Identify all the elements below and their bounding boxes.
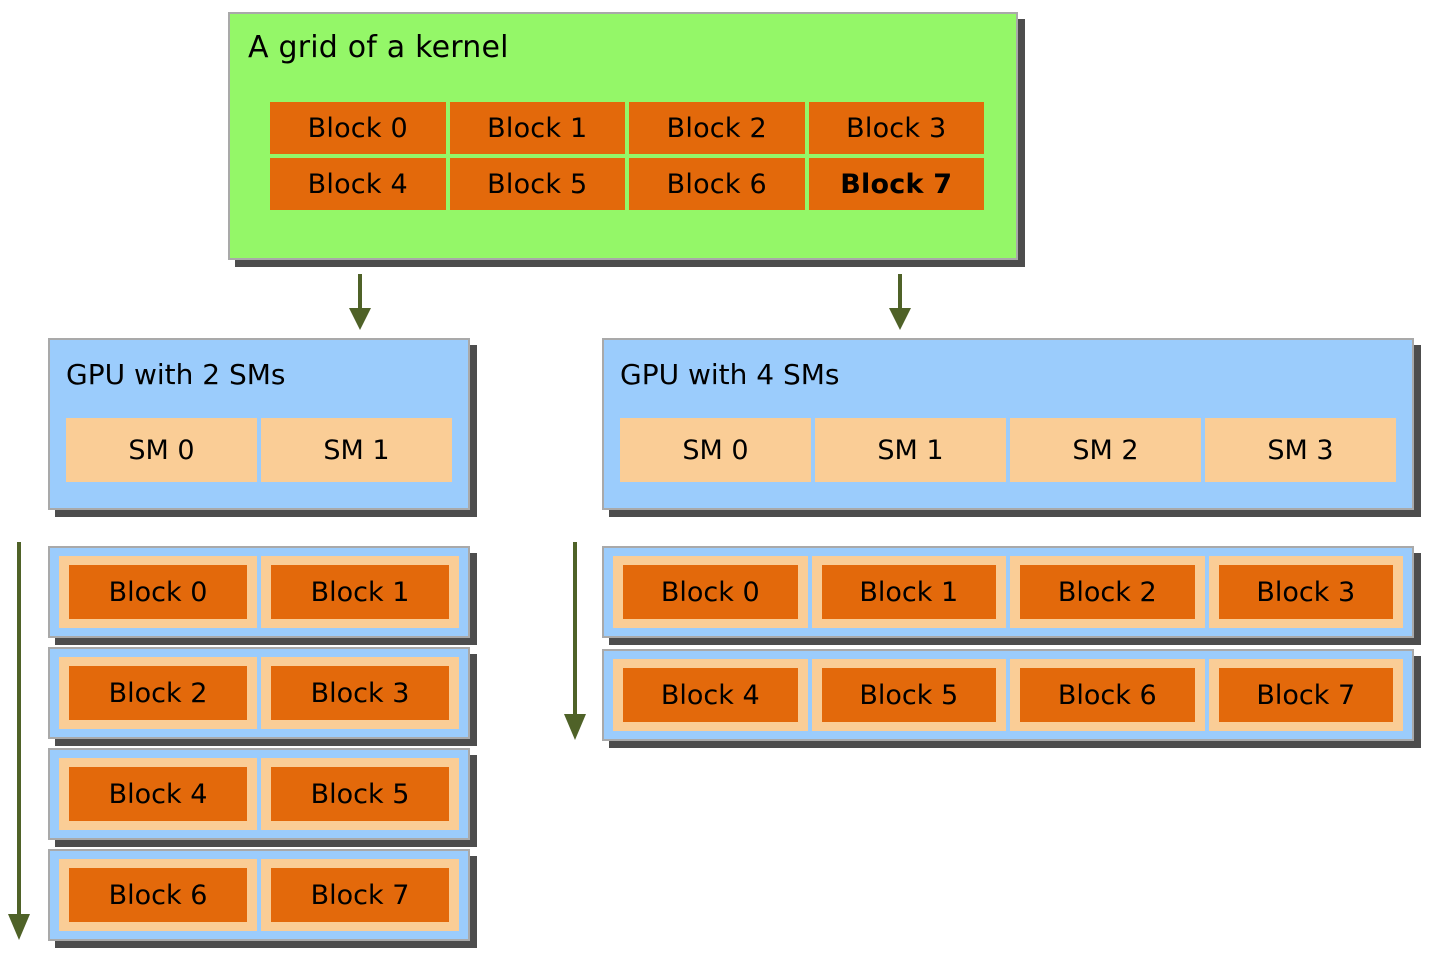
wave-slot[interactable]: Block 6 bbox=[57, 857, 259, 933]
gpu-panel-2sm: GPU with 2 SMs SM 0 SM 1 bbox=[48, 338, 470, 510]
wave-row: Block 4 Block 5 bbox=[48, 748, 470, 840]
gpu-title-4sm: GPU with 4 SMs bbox=[620, 358, 840, 391]
kernel-grid-row: Block 0 Block 1 Block 2 Block 3 bbox=[268, 100, 986, 156]
wave-slot[interactable]: Block 5 bbox=[809, 657, 1008, 733]
wave-slot[interactable]: Block 2 bbox=[57, 655, 259, 731]
wave-block: Block 3 bbox=[1218, 565, 1393, 619]
sm-cell[interactable]: SM 0 bbox=[64, 416, 259, 484]
wave-block: Block 0 bbox=[623, 565, 798, 619]
sm-row-2sm: SM 0 SM 1 bbox=[64, 416, 454, 484]
wave-row: Block 0 Block 1 bbox=[48, 546, 470, 638]
page-title: A grid of a kernel bbox=[248, 30, 509, 65]
wave-slot[interactable]: Block 2 bbox=[1008, 554, 1207, 630]
grid-block-cell[interactable]: Block 1 bbox=[447, 100, 627, 156]
wave-slot[interactable]: Block 7 bbox=[259, 857, 461, 933]
grid-block-cell[interactable]: Block 5 bbox=[447, 156, 627, 212]
sm-cell[interactable]: SM 3 bbox=[1203, 416, 1398, 484]
wave-block: Block 4 bbox=[69, 767, 247, 821]
gpu-panel-4sm: GPU with 4 SMs SM 0 SM 1 SM 2 SM 3 bbox=[602, 338, 1414, 510]
grid-block-cell[interactable]: Block 0 bbox=[268, 100, 448, 156]
wave-block: Block 4 bbox=[623, 668, 798, 722]
wave-block: Block 5 bbox=[821, 668, 996, 722]
grid-block-cell[interactable]: Block 2 bbox=[627, 100, 807, 156]
wave-slot[interactable]: Block 1 bbox=[259, 554, 461, 630]
wave-block: Block 0 bbox=[69, 565, 247, 619]
wave-slot[interactable]: Block 3 bbox=[1206, 554, 1405, 630]
wave-block: Block 3 bbox=[271, 666, 449, 720]
sm-cell[interactable]: SM 1 bbox=[813, 416, 1008, 484]
kernel-grid-panel: A grid of a kernel Block 0 Block 1 Block… bbox=[228, 12, 1018, 260]
wave-slot[interactable]: Block 4 bbox=[611, 657, 810, 733]
arrow-down-to-gpu-left bbox=[349, 274, 371, 330]
wave-block: Block 6 bbox=[1020, 668, 1195, 722]
wave-slot[interactable]: Block 0 bbox=[57, 554, 259, 630]
wave-slot[interactable]: Block 4 bbox=[57, 756, 259, 832]
wave-row: Block 0 Block 1 Block 2 Block 3 bbox=[602, 546, 1414, 638]
wave-slot[interactable]: Block 3 bbox=[259, 655, 461, 731]
grid-block-cell[interactable]: Block 6 bbox=[627, 156, 807, 212]
wave-block: Block 2 bbox=[1020, 565, 1195, 619]
wave-block: Block 6 bbox=[69, 868, 247, 922]
wave-slot[interactable]: Block 7 bbox=[1206, 657, 1405, 733]
kernel-grid-rows: Block 0 Block 1 Block 2 Block 3 Block 4 … bbox=[268, 100, 986, 212]
sm-cell[interactable]: SM 0 bbox=[618, 416, 813, 484]
wave-block: Block 7 bbox=[1218, 668, 1393, 722]
wave-slot[interactable]: Block 0 bbox=[611, 554, 810, 630]
wave-slot[interactable]: Block 5 bbox=[259, 756, 461, 832]
arrow-down-to-gpu-right bbox=[889, 274, 911, 330]
sm-cell[interactable]: SM 2 bbox=[1008, 416, 1203, 484]
wave-row: Block 4 Block 5 Block 6 Block 7 bbox=[602, 649, 1414, 741]
wave-row: Block 6 Block 7 bbox=[48, 849, 470, 941]
grid-block-cell[interactable]: Block 4 bbox=[268, 156, 448, 212]
wave-block: Block 2 bbox=[69, 666, 247, 720]
wave-slot[interactable]: Block 1 bbox=[809, 554, 1008, 630]
grid-block-cell-highlighted[interactable]: Block 7 bbox=[806, 156, 986, 212]
sm-row-4sm: SM 0 SM 1 SM 2 SM 3 bbox=[618, 416, 1398, 484]
wave-row: Block 2 Block 3 bbox=[48, 647, 470, 739]
wave-block: Block 1 bbox=[271, 565, 449, 619]
wave-slot[interactable]: Block 6 bbox=[1008, 657, 1207, 733]
kernel-grid-row: Block 4 Block 5 Block 6 Block 7 bbox=[268, 156, 986, 212]
sm-cell[interactable]: SM 1 bbox=[259, 416, 454, 484]
gpu-title-2sm: GPU with 2 SMs bbox=[66, 358, 286, 391]
grid-block-cell[interactable]: Block 3 bbox=[806, 100, 986, 156]
arrow-time-left bbox=[8, 542, 30, 940]
wave-block: Block 1 bbox=[821, 565, 996, 619]
wave-block: Block 7 bbox=[271, 868, 449, 922]
wave-block: Block 5 bbox=[271, 767, 449, 821]
arrow-time-right bbox=[564, 542, 586, 740]
